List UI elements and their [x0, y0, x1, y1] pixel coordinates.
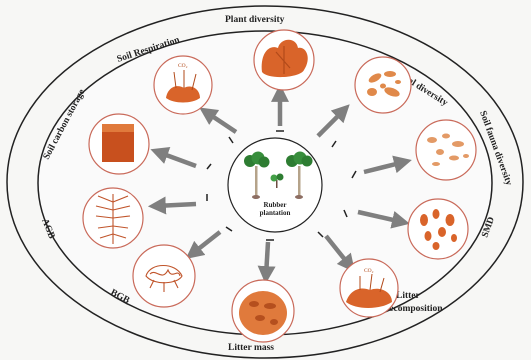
node-soil-fauna-diversity	[416, 120, 476, 180]
node-litter-decomposition: CO₂	[340, 259, 398, 317]
node-soil-respiration: CO₂	[154, 56, 212, 114]
node-soil-carbon-storage	[89, 114, 149, 174]
node-litter-mass	[232, 280, 294, 342]
center-label-line2: plantation	[260, 209, 291, 217]
center-label-line1: Rubber	[264, 201, 287, 209]
node-smd	[408, 199, 468, 259]
node-animal-diversity	[355, 57, 411, 113]
node-agb	[83, 188, 143, 248]
label-litter-decomposition-line2: decomposition	[384, 304, 443, 314]
arrow-to-litter-mass	[266, 242, 268, 276]
soil-respiration-image	[166, 86, 200, 102]
soil-respiration-co2-label: CO₂	[178, 63, 188, 69]
center-node: Rubber plantation	[228, 138, 322, 232]
label-litter-mass: Litter mass	[228, 343, 274, 353]
litter-decomposition-co2-label: CO₂	[364, 268, 374, 274]
litter-mass-image	[239, 291, 287, 335]
label-plant-diversity: Plant diversity	[225, 15, 285, 25]
label-litter-decomposition-line1: Litter	[396, 291, 421, 301]
node-bgb	[133, 245, 195, 307]
arrow-to-agb	[156, 204, 196, 206]
node-plant-diversity	[254, 30, 314, 90]
